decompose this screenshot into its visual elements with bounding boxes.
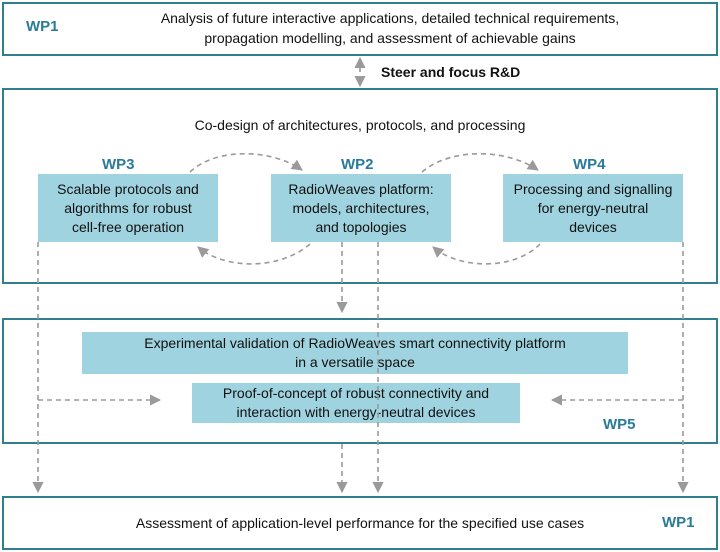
wp4-label: WP4 <box>573 156 606 173</box>
wp3-label: WP3 <box>102 156 135 173</box>
validation-box2-line2: interaction with energy-neutral devices <box>236 404 476 420</box>
wp2-line1: RadioWeaves platform: <box>288 180 434 197</box>
validation-box1-line2: in a versatile space <box>295 354 415 370</box>
bottom-wp1-label: WP1 <box>662 514 695 531</box>
top-wp1-label: WP1 <box>26 18 59 35</box>
wp5-label: WP5 <box>603 416 636 433</box>
wp3-line1: Scalable protocols and <box>57 180 199 197</box>
wp2-line2: models, architectures, <box>292 199 430 216</box>
steer-label: Steer and focus R&D <box>381 64 521 80</box>
wp2-box: RadioWeaves platform: models, architectu… <box>271 174 451 242</box>
top-text-line1: Analysis of future interactive applicati… <box>160 10 620 26</box>
codesign-title: Co-design of architectures, protocols, a… <box>194 117 526 133</box>
validation-box2-line1: Proof-of-concept of robust connectivity … <box>222 385 490 401</box>
wp3-line3: cell-free operation <box>71 218 185 235</box>
wp2-line3: and topologies <box>315 218 407 235</box>
wp4-line1: Processing and signalling <box>513 180 673 197</box>
validation-box-2: Proof-of-concept of robust connectivity … <box>192 383 520 423</box>
top-text-line2: propagation modelling, and assessment of… <box>204 30 576 46</box>
wp4-box: Processing and signalling for energy-neu… <box>503 174 683 242</box>
wp4-line3: devices <box>569 218 617 235</box>
wp2-label: WP2 <box>341 156 374 173</box>
wp3-box: Scalable protocols and algorithms for ro… <box>38 174 218 242</box>
wp3-line2: algorithms for robust <box>64 199 192 216</box>
bottom-text: Assessment of application-level performa… <box>135 515 585 531</box>
top-wp1-frame <box>2 2 718 56</box>
validation-box-1: Experimental validation of RadioWeaves s… <box>82 332 628 374</box>
wp4-line2: for energy-neutral <box>537 199 649 216</box>
bottom-wp1-frame <box>2 496 718 550</box>
validation-box1-line1: Experimental validation of RadioWeaves s… <box>144 335 566 351</box>
